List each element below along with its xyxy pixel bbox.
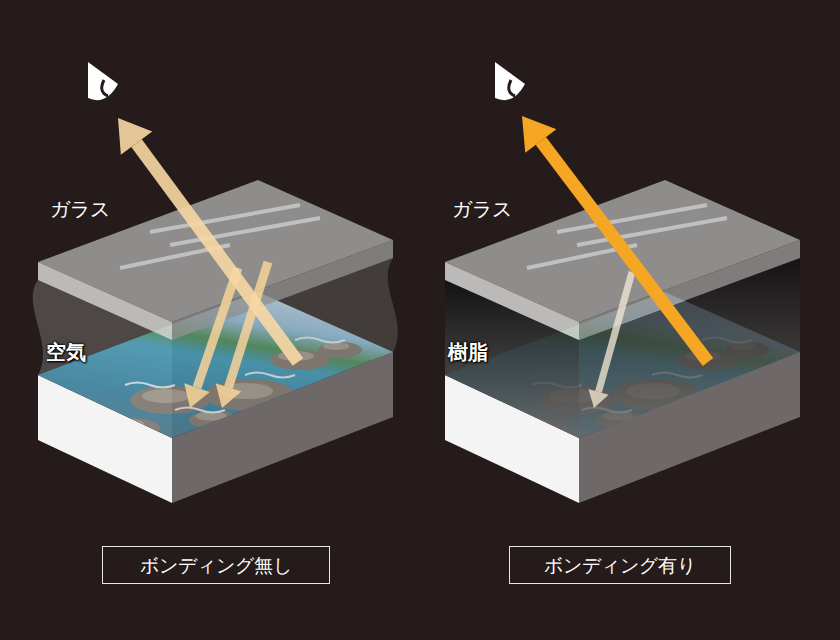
glass-glint [150,205,300,232]
part-label: ガラス [50,197,110,221]
eye-pupil [102,80,108,96]
part-label: 空気 [46,340,86,364]
arrow-head [118,118,152,155]
caption-box: ボンディング無し [102,546,330,584]
eye-icon [88,62,118,100]
part-label: ガラス [452,197,512,221]
light-ray [137,143,298,362]
arrow-head [522,116,556,153]
glass-glint [557,205,707,232]
caption-text: ボンディング有り [544,554,696,577]
arrow-head [216,383,242,408]
eye-pupil [509,80,515,96]
glass-side [579,240,800,340]
glass-side [172,240,393,340]
light-ray [541,141,708,362]
light-ray [599,272,632,392]
glass-side [445,262,579,340]
glass-side [38,262,172,340]
arrow-head [184,383,210,408]
caption-text: ボンディング無し [140,554,292,577]
part-label: 樹脂 [448,340,488,364]
eye-icon [495,62,525,100]
arrow-head [588,389,608,408]
caption-box: ボンディング有り [509,546,731,584]
